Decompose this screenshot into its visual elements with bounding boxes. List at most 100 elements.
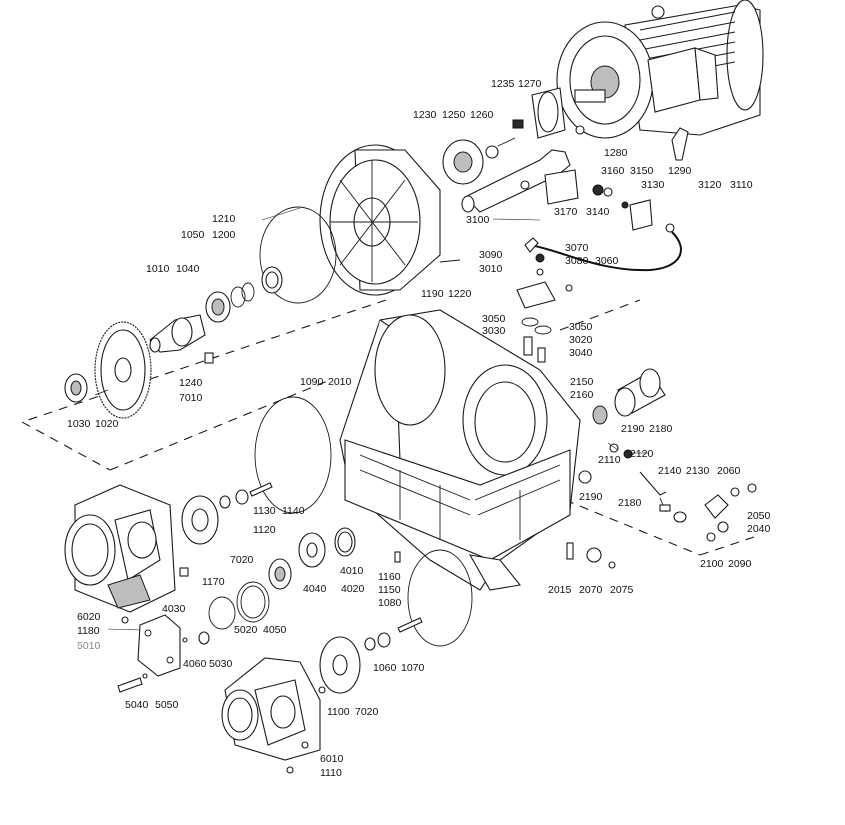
label-3110: 3110 [730,179,753,191]
label-3160: 3160 [601,165,625,177]
label-1160: 1160 [378,571,401,583]
label-2180-upper: 2180 [649,423,673,435]
label-1040: 1040 [176,263,200,275]
label-1240: 1240 [179,377,203,389]
label-3120: 3120 [698,179,722,191]
label-3150: 3150 [630,165,654,177]
label-7020-lower: 7020 [355,706,379,718]
label-4020: 4020 [341,583,365,595]
label-1120: 1120 [253,524,276,536]
label-1235: 1235 [491,78,515,90]
label-2120: 2120 [630,448,654,460]
label-1050: 1050 [181,229,205,241]
label-3020: 3020 [569,334,593,346]
label-3060: 3060 [595,255,619,267]
cover-plate [117,614,210,693]
gear-train-middle [181,482,401,630]
oil-filter [592,368,666,425]
label-7020-middle: 7020 [230,554,254,566]
label-5050: 5050 [155,699,179,711]
label-5040: 5040 [125,699,149,711]
label-4010: 4010 [340,565,364,577]
label-5020: 5020 [234,624,258,636]
label-3070: 3070 [565,242,589,254]
label-2060: 2060 [717,465,741,477]
label-3090: 3090 [479,249,503,261]
label-4050: 4050 [263,624,287,636]
label-1010: 1010 [146,263,170,275]
label-3050-upper: 3050 [482,313,506,325]
label-1260: 1260 [470,109,494,121]
label-2140: 2140 [658,465,682,477]
label-1020: 1020 [95,418,119,430]
electric-motor [556,0,764,139]
gearbox-housing [339,309,581,591]
label-4040: 4040 [303,583,327,595]
label-1080: 1080 [378,597,402,609]
valve-block [516,237,573,363]
label-2015: 2015 [548,584,572,596]
label-3170: 3170 [554,206,578,218]
label-5010: 5010 [77,640,101,652]
label-2190-upper: 2190 [621,423,645,435]
coupling-assembly [442,87,689,185]
label-2180-lower: 2180 [618,497,642,509]
label-2040: 2040 [747,523,771,535]
label-2050: 2050 [747,510,771,522]
label-3080: 3080 [565,255,589,267]
dashed-assembly-outline [20,299,761,556]
label-4030: 4030 [162,603,186,615]
label-7010: 7010 [179,392,203,404]
label-3030: 3030 [482,325,506,337]
label-1280: 1280 [604,147,628,159]
label-1290: 1290 [668,165,692,177]
label-1170: 1170 [202,576,225,588]
label-1030: 1030 [67,418,91,430]
label-1200: 1200 [212,229,236,241]
label-1190: 1190 [421,288,444,300]
label-2090: 2090 [728,558,752,570]
label-4060: 4060 [183,658,207,670]
label-2100: 2100 [700,558,724,570]
label-3140: 3140 [586,206,610,218]
leader-lines [107,207,648,631]
label-1220: 1220 [448,288,472,300]
label-2150: 2150 [570,376,594,388]
label-2190-lower: 2190 [579,491,603,503]
label-1210: 1210 [212,213,236,225]
label-1130: 1130 [253,505,276,517]
label-1070: 1070 [401,662,425,674]
label-1100: 1100 [327,706,350,718]
left-pump-housing [64,484,189,624]
gear-7010 [64,321,214,419]
label-1090: 1090 [300,376,324,388]
label-3100: 3100 [466,214,490,226]
label-3010: 3010 [479,263,503,275]
label-2070: 2070 [579,584,603,596]
o-rings [254,396,473,647]
label-5030: 5030 [209,658,233,670]
label-1250: 1250 [442,109,466,121]
drive-shaft [149,314,206,353]
label-6020: 6020 [77,611,101,623]
label-2075: 2075 [610,584,634,596]
label-1180: 1180 [77,625,100,637]
lower-pump-housing [221,657,321,774]
seal-rings [205,266,283,323]
part-labels: 1235 1270 1230 1250 1260 1280 3160 3150 … [67,78,771,779]
label-1150: 1150 [378,584,401,596]
label-2160: 2160 [570,389,594,401]
right-fittings [566,443,757,569]
label-1230: 1230 [413,109,437,121]
gear-train-lower [318,617,423,694]
label-1140: 1140 [282,505,305,517]
label-1060: 1060 [373,662,397,674]
label-1270: 1270 [518,78,542,90]
tube-shaft [461,149,579,213]
label-3040: 3040 [569,347,593,359]
label-6010: 6010 [320,753,344,765]
label-3050-lower: 3050 [569,321,593,333]
sensor-components [529,184,682,272]
label-3130: 3130 [641,179,665,191]
